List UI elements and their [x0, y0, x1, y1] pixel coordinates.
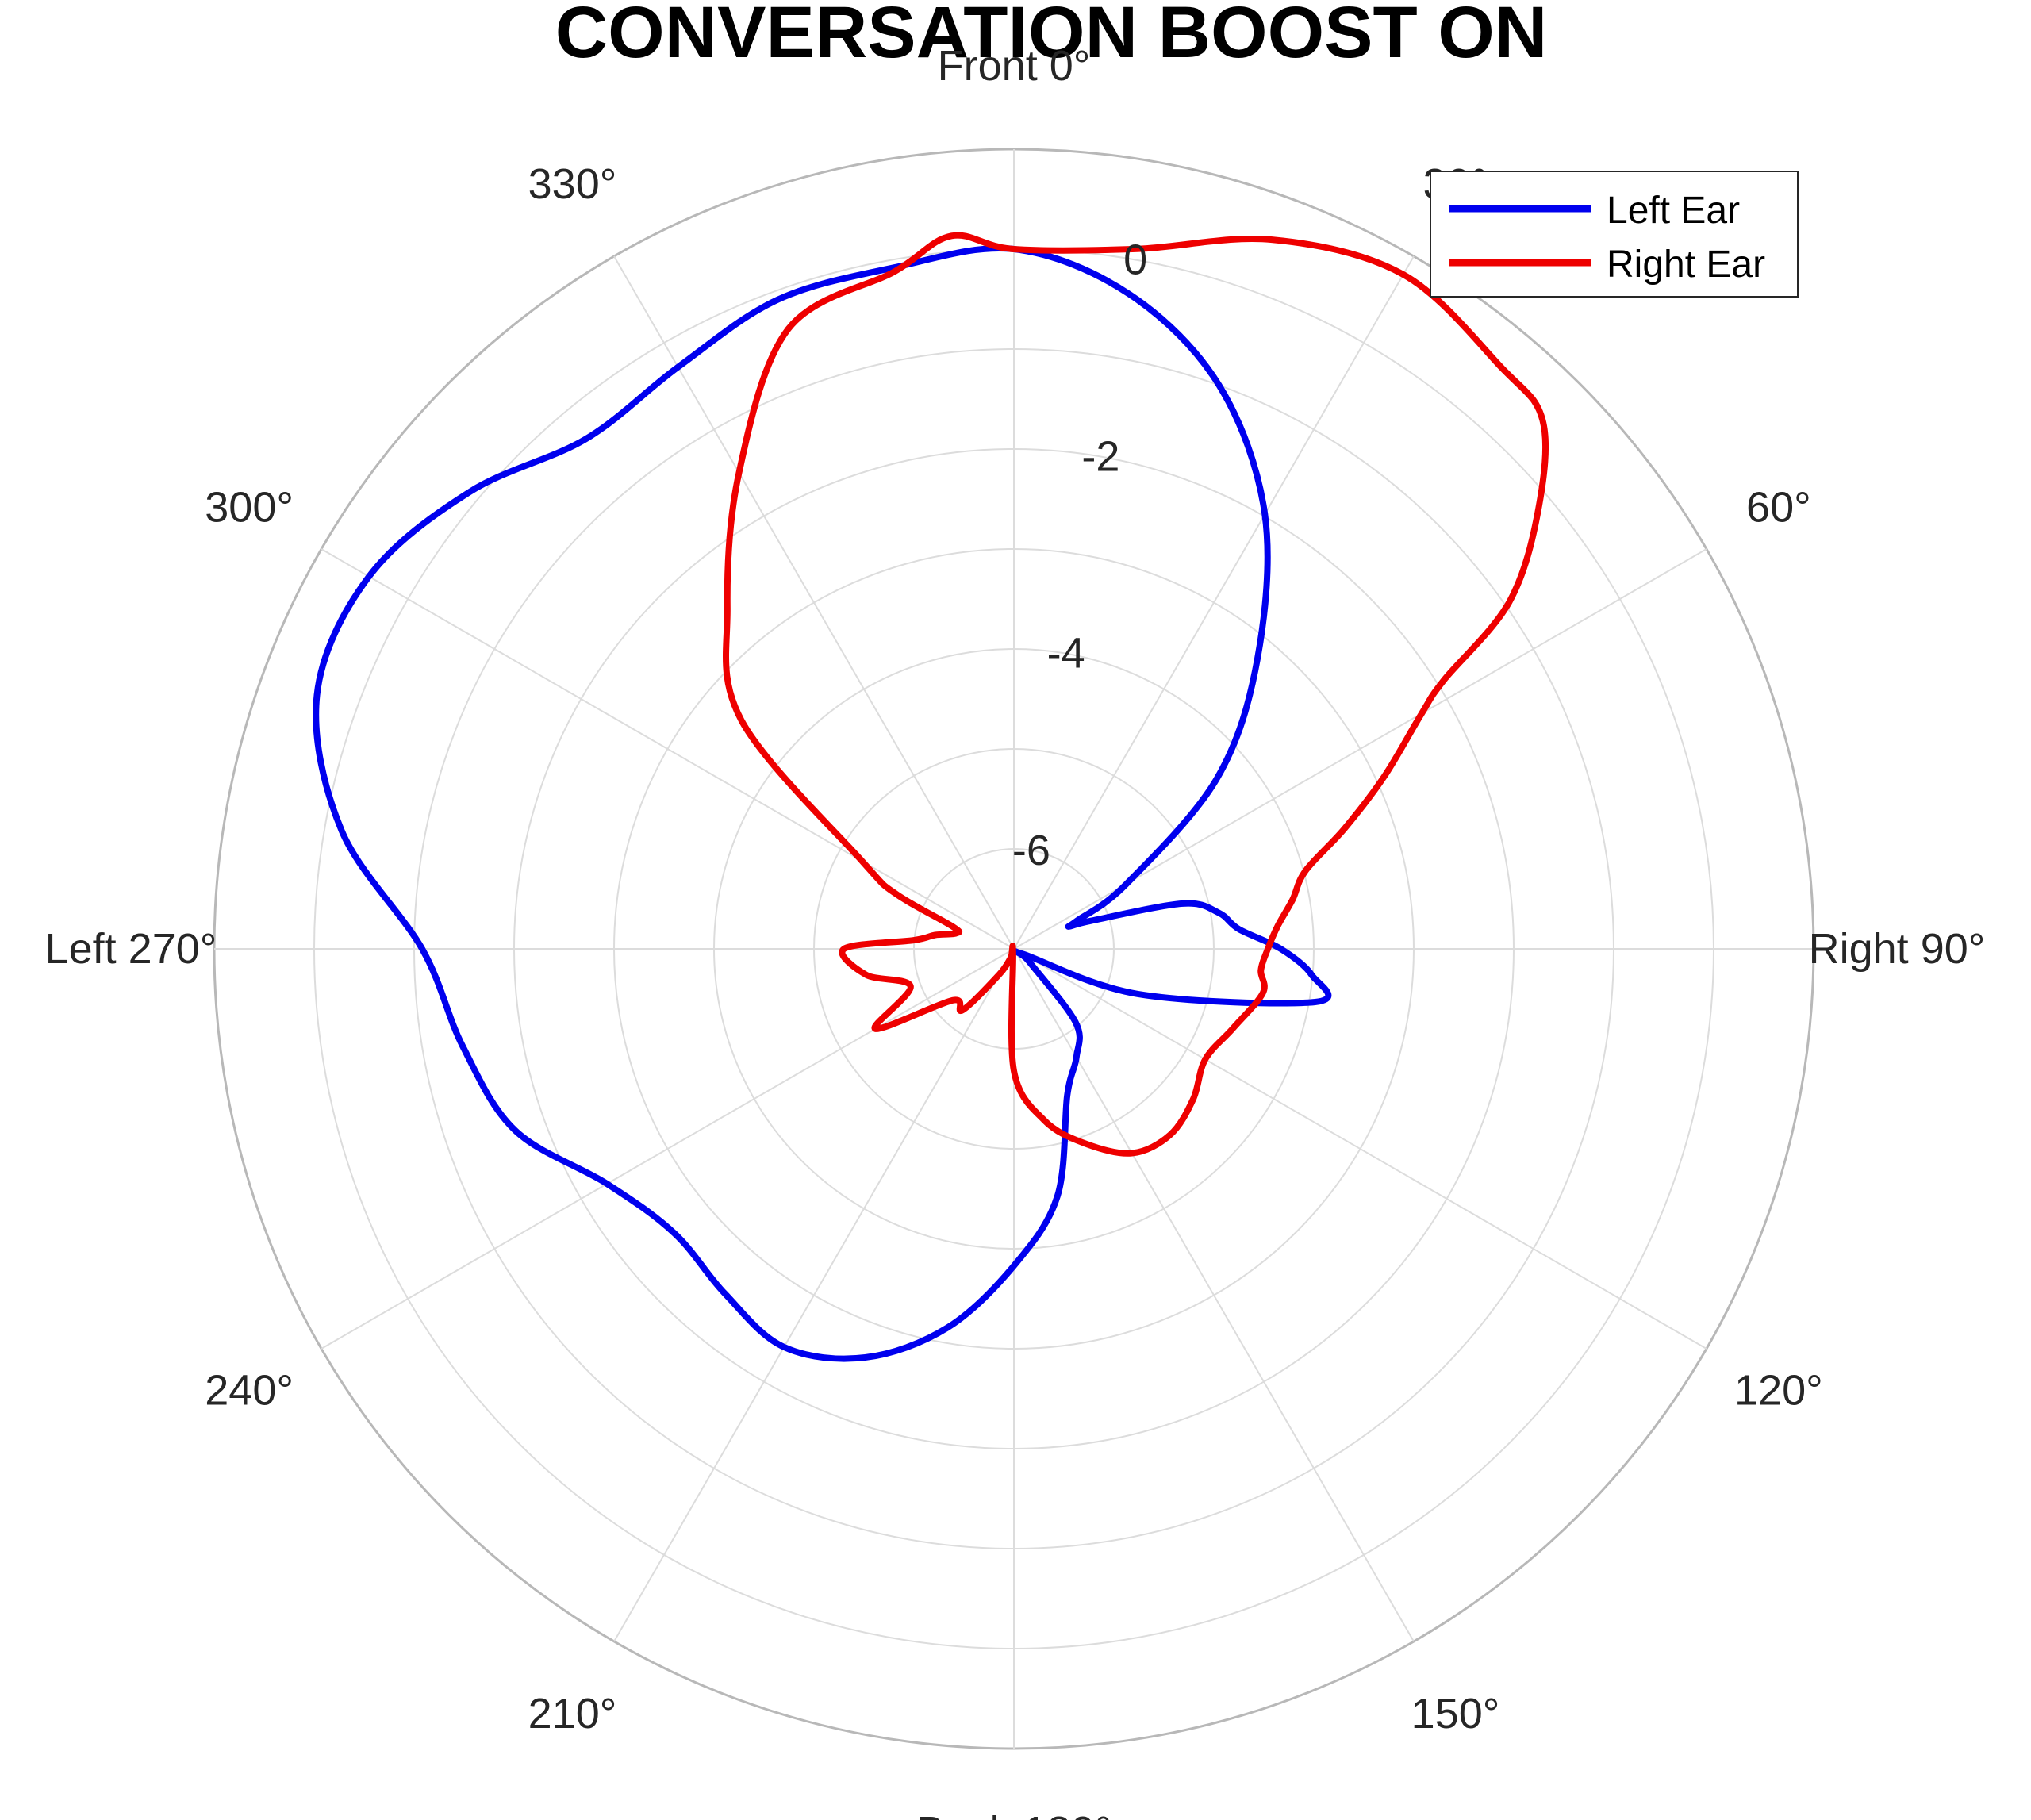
series-layer — [313, 232, 1549, 1362]
polar-grid — [213, 148, 1815, 1750]
radial-tick-label: -4 — [1047, 630, 1085, 678]
angle-tick-label: 60° — [1746, 484, 1811, 532]
angle-tick-label: 240° — [205, 1367, 294, 1415]
radial-tick-label: -6 — [1012, 827, 1050, 874]
grid-spoke — [1013, 948, 1707, 1350]
legend: Left Ear Right Ear — [1430, 171, 1799, 298]
angle-tick-label: 150° — [1411, 1690, 1500, 1737]
legend-box — [1430, 171, 1799, 298]
series-line-left-ear — [313, 244, 1332, 1362]
angle-tick-label: Left 270° — [45, 925, 217, 973]
angle-tick-label: 120° — [1734, 1367, 1823, 1415]
grid-spoke — [613, 948, 1015, 1642]
angle-tick-label: Front 0° — [938, 42, 1091, 90]
legend-label-left-ear: Left Ear — [1607, 190, 1740, 232]
grid-spoke — [613, 255, 1015, 950]
angle-tick-label: Right 90° — [1809, 925, 1986, 973]
angle-tick-label: Back 180° — [916, 1808, 1112, 1820]
grid-spoke — [321, 548, 1015, 950]
series-line-right-ear — [723, 232, 1549, 1157]
grid-spoke — [1013, 255, 1415, 950]
grid-spoke — [321, 948, 1015, 1350]
radial-tick-label: 0 — [1123, 236, 1147, 283]
angle-tick-label: 330° — [528, 160, 617, 208]
angle-tick-label: 210° — [528, 1690, 617, 1737]
tick-labels: Front 0°30°60°Right 90°120°150°Back 180°… — [45, 42, 1986, 1820]
legend-label-right-ear: Right Ear — [1607, 244, 1765, 286]
radial-tick-label: -2 — [1081, 433, 1119, 481]
grid-spoke — [1013, 948, 1415, 1642]
angle-tick-label: 300° — [205, 484, 294, 532]
chart-title: CONVERSATION BOOST ON — [555, 0, 1548, 73]
